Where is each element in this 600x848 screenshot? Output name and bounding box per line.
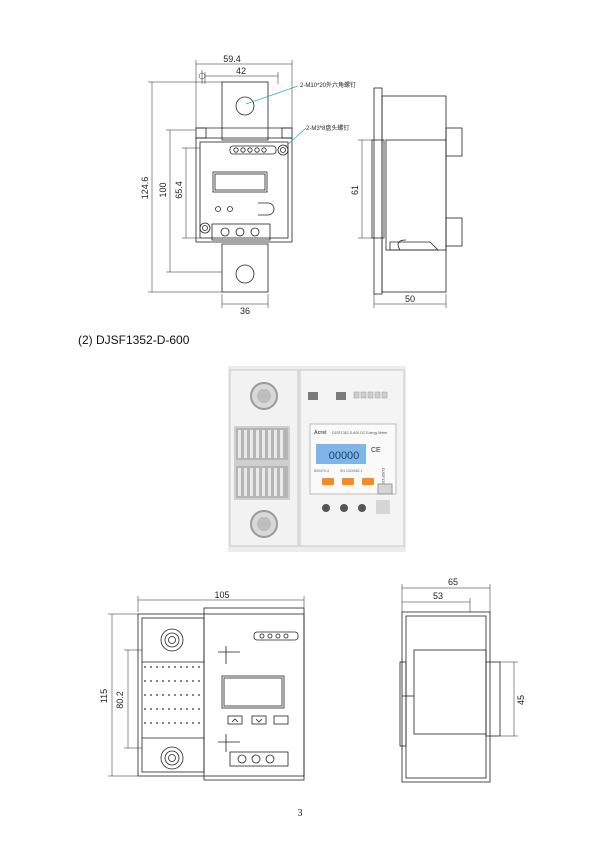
photo-lcd-digits: 00000 xyxy=(329,450,360,462)
page-number: 3 xyxy=(297,808,303,819)
side-label: DJSF1352 xyxy=(381,468,386,488)
dim-height-body: 100 xyxy=(158,182,168,197)
note-pan-screw: 2-M3*8盘头螺钉 xyxy=(306,124,349,132)
drawing-1-front-view: 59.4 42 124.6 100 65.4 36 xyxy=(140,54,307,316)
photo-lcd xyxy=(316,444,366,464)
product-photo: Acrel DJSF1352-D-600 DC Energy Meter 000… xyxy=(228,366,406,552)
section-title: (2) DJSF1352-D-600 xyxy=(78,333,190,347)
pan-screw-leader xyxy=(284,127,307,148)
drawing-1-side-view: 61 50 xyxy=(350,87,463,308)
bottom-bolt-hole xyxy=(235,264,255,284)
brand-label: Acrel xyxy=(314,430,327,436)
dim-2-depth-inner: 53 xyxy=(433,591,443,601)
code-2: SN 1024562-1 xyxy=(340,469,363,473)
dim-height-total: 124.6 xyxy=(140,177,150,200)
dim-2-inner-height: 80.2 xyxy=(115,691,125,709)
bottom-busbar xyxy=(221,243,269,293)
dim-2-width: 105 xyxy=(214,590,229,600)
dim-2-depth: 65 xyxy=(448,577,458,587)
top-busbar xyxy=(221,81,269,141)
note-hex-bolt: 2-M10*20外六角螺钉 xyxy=(300,81,356,89)
code-1: 800470-4 xyxy=(314,469,329,473)
drawing-2-side-view: 65 53 45 xyxy=(399,577,526,783)
meter-body xyxy=(195,137,293,243)
hex-bolt-leader xyxy=(245,85,299,105)
dim-side-height: 61 xyxy=(350,185,360,195)
dim-2-rail-height: 45 xyxy=(516,695,526,705)
dim-side-depth: 50 xyxy=(405,294,415,304)
dim-width-inner: 42 xyxy=(236,66,246,76)
lcd-window xyxy=(212,171,268,193)
drawing-2-front-view: 105 115 80.2 xyxy=(99,590,305,781)
dim-bottom-width: 36 xyxy=(240,306,250,316)
dim-2-height: 115 xyxy=(99,689,109,703)
dim-height-inner: 65.4 xyxy=(174,181,184,199)
dim-width-outer: 59.4 xyxy=(223,54,241,64)
drawing-1-notes: 2-M10*20外六角螺钉 2-M3*8盘头螺钉 xyxy=(300,81,356,132)
top-bolt-hole xyxy=(235,96,255,116)
model-line: DJSF1352-D-600 DC Energy Meter xyxy=(332,431,388,435)
ce-mark: CE xyxy=(371,447,381,454)
